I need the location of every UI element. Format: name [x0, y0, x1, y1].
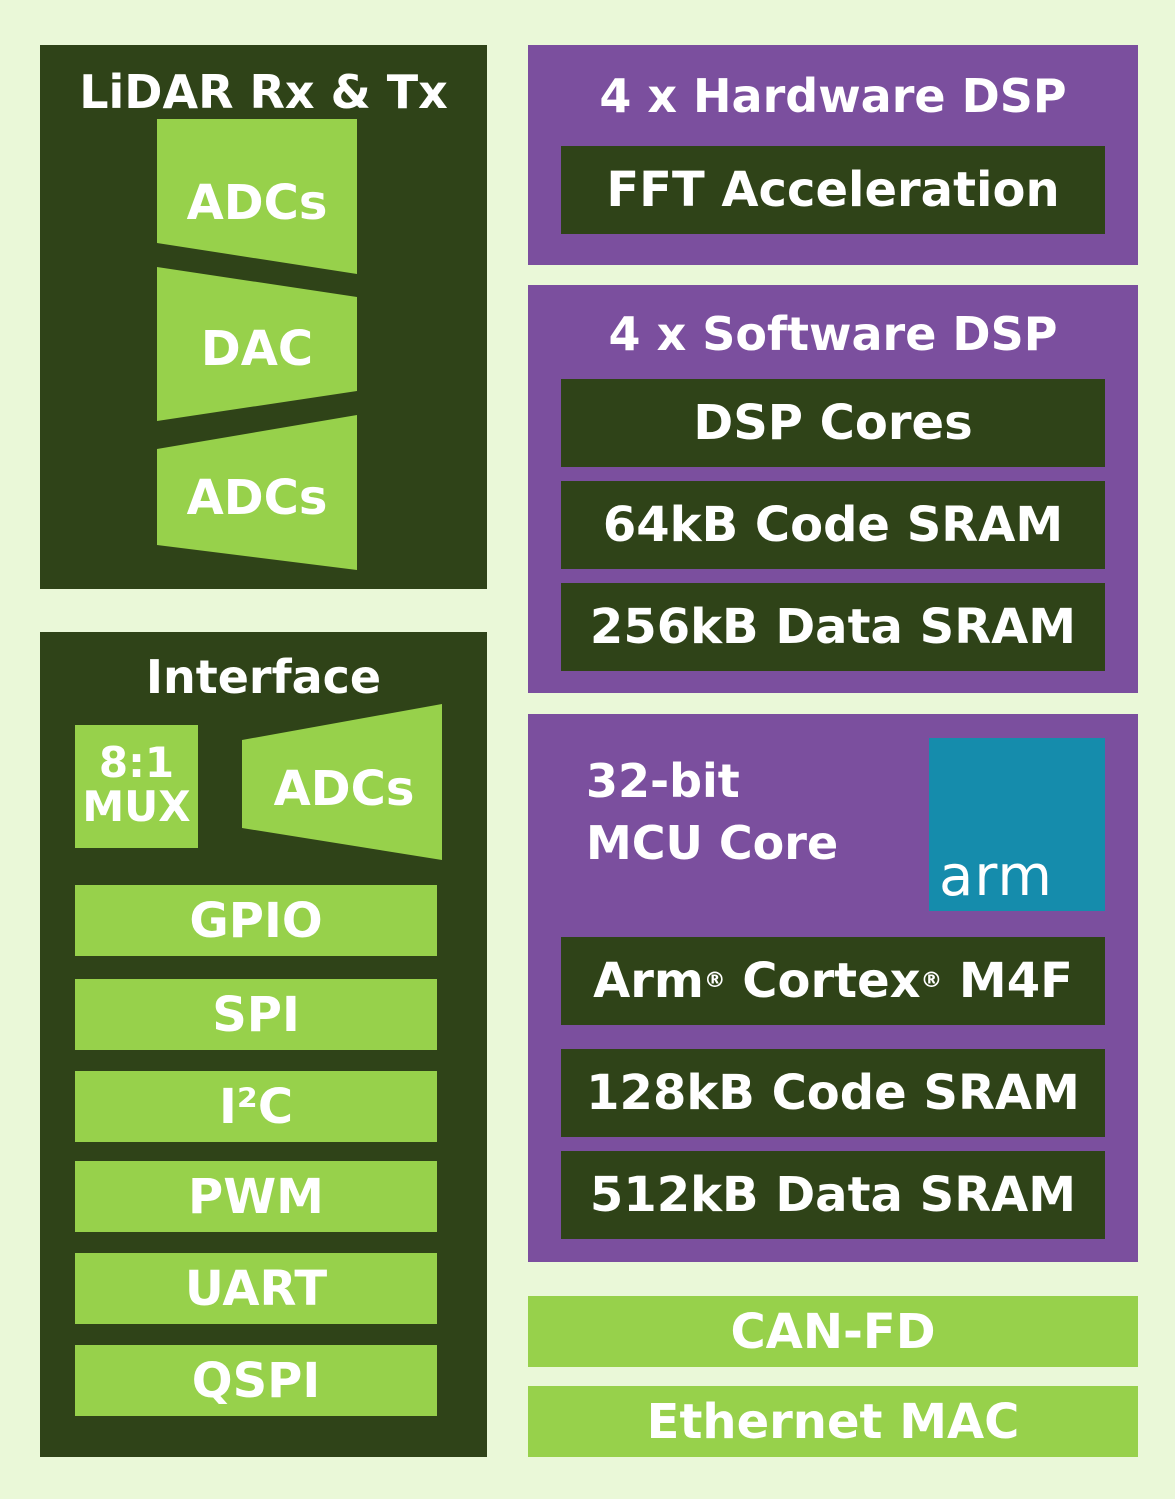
dsp-code-sram-block: 64kB Code SRAM	[561, 481, 1105, 569]
uart-block: UART	[75, 1253, 437, 1324]
lidar-block: LiDAR Rx & Tx ADCs DAC ADCs	[40, 45, 487, 589]
fft-acceleration-block: FFT Acceleration	[561, 146, 1105, 234]
lidar-adc-label-2: ADCs	[187, 470, 328, 526]
mux-label-line2: MUX	[82, 782, 191, 831]
mcu-title-line2: MCU Core	[586, 816, 839, 870]
cortex-part-m4f: M4F	[958, 953, 1073, 1009]
mcu-data-sram-block: 512kB Data SRAM	[561, 1151, 1105, 1239]
lidar-adc-shape-1	[157, 119, 357, 274]
interface-adc-label: ADCs	[274, 761, 415, 817]
i2c-block: I²C	[75, 1071, 437, 1142]
mcu-title-line1: 32-bit	[586, 754, 740, 808]
arm-logo: arm	[929, 738, 1105, 911]
software-dsp-block: 4 x Software DSP DSP Cores 64kB Code SRA…	[528, 285, 1138, 693]
interface-block: Interface 8:1 MUX ADCs GPIO SPI I²C PWM …	[40, 632, 487, 1457]
software-dsp-title: 4 x Software DSP	[608, 307, 1058, 361]
lidar-title: LiDAR Rx & Tx	[79, 65, 448, 119]
can-fd-block: CAN-FD	[528, 1296, 1138, 1367]
lidar-adc-shape-2	[157, 415, 357, 570]
interface-adc: ADCs	[242, 704, 442, 860]
mcu-title: 32-bit MCU Core	[586, 750, 838, 874]
gpio-block: GPIO	[75, 885, 437, 956]
lidar-dac-label: DAC	[201, 321, 313, 377]
cortex-part-cortex: Cortex	[742, 953, 921, 1009]
mux-label-line1: 8:1	[98, 738, 175, 787]
hardware-dsp-block: 4 x Hardware DSP FFT Acceleration	[528, 45, 1138, 265]
qspi-block: QSPI	[75, 1345, 437, 1416]
spi-block: SPI	[75, 979, 437, 1050]
interface-adc-shape	[242, 704, 442, 860]
lidar-converters: ADCs DAC ADCs	[157, 119, 357, 570]
dsp-cores-block: DSP Cores	[561, 379, 1105, 467]
pwm-block: PWM	[75, 1161, 437, 1232]
dsp-data-sram-block: 256kB Data SRAM	[561, 583, 1105, 671]
mcu-block: 32-bit MCU Core arm Arm® Cortex® M4F 128…	[528, 714, 1138, 1262]
interface-title: Interface	[145, 650, 382, 704]
lidar-adc-label-1: ADCs	[187, 175, 328, 231]
ethernet-mac-block: Ethernet MAC	[528, 1386, 1138, 1457]
mcu-code-sram-block: 128kB Code SRAM	[561, 1049, 1105, 1137]
arm-logo-text: arm	[939, 844, 1053, 909]
hardware-dsp-title: 4 x Hardware DSP	[599, 69, 1067, 123]
mux-block: 8:1 MUX	[75, 725, 198, 848]
cortex-part-arm: Arm	[593, 953, 704, 1009]
lidar-dac-shape	[157, 267, 357, 421]
cortex-m4f-block: Arm® Cortex® M4F	[561, 937, 1105, 1025]
